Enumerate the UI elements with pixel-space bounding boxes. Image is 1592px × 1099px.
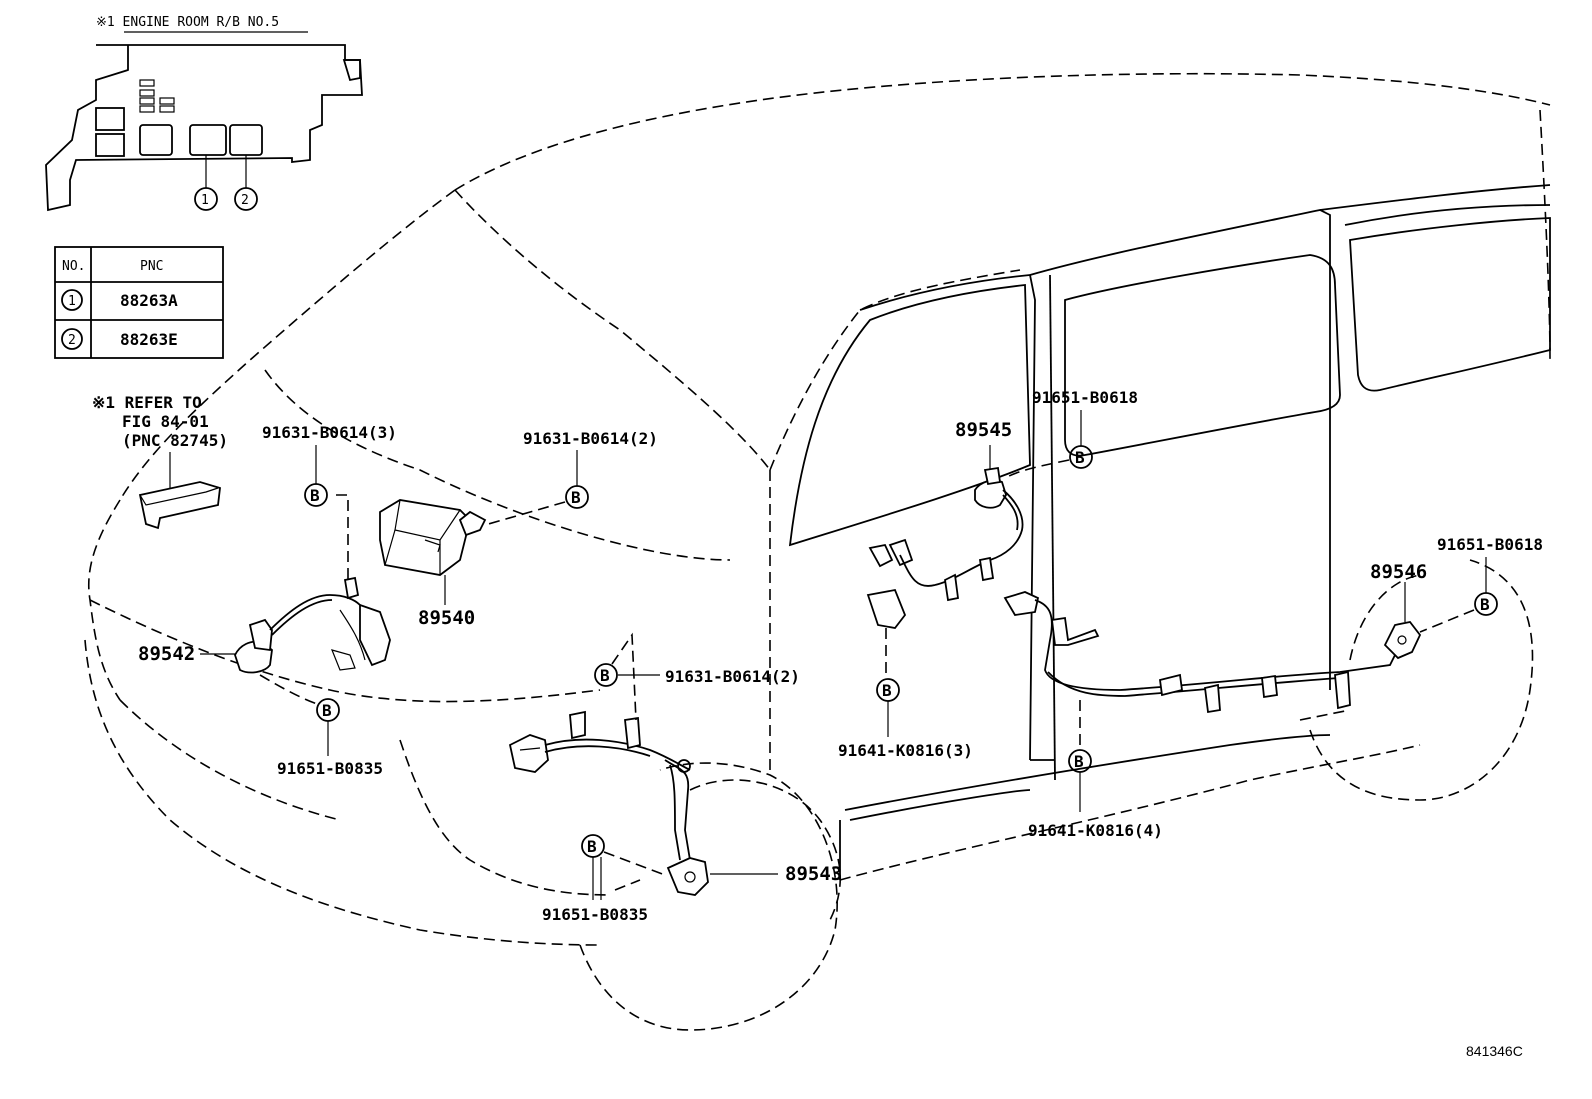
- label-91651-b0618-right: 91651-B0618: [1437, 535, 1543, 554]
- callout-91651-b0618-right: 91651-B0618 B: [1419, 535, 1543, 633]
- callout-91651-b0835-left: B 91651-B0835: [259, 674, 383, 778]
- label-89546: 89546: [1370, 561, 1427, 583]
- label-89540: 89540: [418, 607, 475, 629]
- callout-91641-k0816-4: B 91641-K0816(4): [1028, 700, 1163, 840]
- ecu-bracket: [138, 481, 221, 530]
- relay-box-title: ※1 ENGINE ROOM R/B NO.5: [96, 15, 279, 30]
- label-91641-k0816-4: 91641-K0816(4): [1028, 821, 1163, 840]
- label-91631-b0614-3: 91631-B0614(3): [262, 423, 397, 442]
- table-header-no: NO.: [62, 259, 85, 274]
- figure-id: 841346C: [1466, 1043, 1523, 1059]
- relay-2-marker: 2: [241, 193, 249, 208]
- refer-note: ※1 REFER TO FIG 84-01 (PNC 82745): [92, 393, 228, 530]
- pnc-table: NO. PNC 1 2 88263A 88263E: [54, 246, 224, 359]
- part-89546: 89546: [1003, 561, 1427, 714]
- bolt-symbol: B: [600, 666, 610, 685]
- bolt-symbol: B: [1075, 448, 1085, 467]
- label-91631-b0614-2-top: 91631-B0614(2): [523, 429, 658, 448]
- label-89545: 89545: [955, 419, 1012, 441]
- engine-room-relay-box: ※1 ENGINE ROOM R/B NO.5 1 2: [45, 15, 363, 212]
- bolt-symbol: B: [310, 486, 320, 505]
- label-91651-b0835-center: 91651-B0835: [542, 905, 648, 924]
- label-91651-b0835-left: 91651-B0835: [277, 759, 383, 778]
- label-89543: 89543: [785, 863, 842, 885]
- callout-91651-b0835-center: B 91651-B0835: [542, 834, 666, 924]
- part-89542: 89542: [138, 576, 391, 674]
- callout-91641-k0816-3: B 91641-K0816(3): [838, 628, 973, 760]
- bolt-symbol: B: [1074, 752, 1084, 771]
- table-row-1-no: 1: [68, 294, 76, 309]
- part-89540: 89540: [379, 499, 487, 629]
- part-89543: 89543: [508, 710, 842, 896]
- bolt-symbol: B: [1480, 595, 1490, 614]
- relay-1-marker: 1: [201, 193, 209, 208]
- bolt-symbol: B: [587, 837, 597, 856]
- table-row-2-no: 2: [68, 333, 76, 348]
- table-header-pnc: PNC: [140, 259, 163, 274]
- refer-note-line3: (PNC 82745): [122, 431, 228, 450]
- bolt-symbol: B: [322, 701, 332, 720]
- bolt-symbol: B: [882, 681, 892, 700]
- callout-91631-b0614-2-mid: B 91631-B0614(2): [594, 632, 800, 721]
- label-91651-b0618-top: 91651-B0618: [1032, 388, 1138, 407]
- label-91631-b0614-2-mid: 91631-B0614(2): [665, 667, 800, 686]
- label-89542: 89542: [138, 643, 195, 665]
- refer-note-line1: ※1 REFER TO: [92, 393, 202, 412]
- vehicle-outline: [84, 72, 1551, 1031]
- callout-91651-b0618-top: 91651-B0618 B: [1004, 388, 1138, 479]
- label-91641-k0816-3: 91641-K0816(3): [838, 741, 973, 760]
- table-row-1-pnc: 88263A: [120, 291, 178, 310]
- callout-91631-b0614-3: 91631-B0614(3) B: [262, 423, 397, 580]
- refer-note-line2: FIG 84-01: [122, 412, 209, 431]
- part-89545: 89545: [866, 419, 1024, 629]
- bolt-symbol: B: [571, 488, 581, 507]
- table-row-2-pnc: 88263E: [120, 330, 178, 349]
- callout-91631-b0614-2-top: 91631-B0614(2) B: [484, 429, 658, 526]
